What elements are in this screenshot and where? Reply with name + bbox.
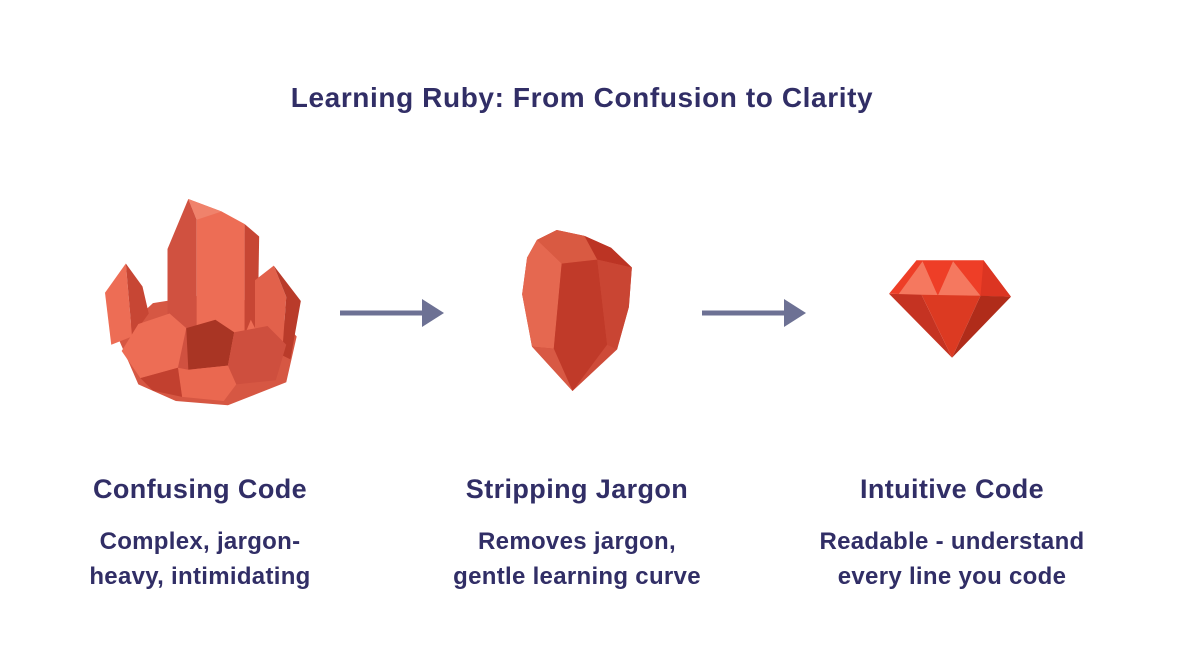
arrow-right-icon: [702, 299, 806, 327]
stage-description-line-2: gentle learning curve: [453, 563, 701, 590]
stage-description-line-1: Readable - understand: [819, 528, 1085, 555]
stage-description-line-2: heavy, intimidating: [89, 563, 311, 590]
stage-label: Confusing Code: [92, 474, 308, 504]
page-title: Learning Ruby: From Confusion to Clarity: [290, 82, 874, 113]
stage-description: Readable - understand every line you cod…: [782, 524, 1122, 594]
stage-description-line-2: every line you code: [837, 563, 1067, 590]
rough-ruby-ore-icon: [105, 198, 301, 406]
stage-description-line-1: Complex, jargon-: [99, 528, 301, 555]
stage-description-line-1: Removes jargon,: [478, 528, 676, 555]
polished-ruby-gem-icon: [522, 229, 632, 392]
stage-label: Intuitive Code: [859, 474, 1045, 504]
arrow-right-icon: [340, 299, 444, 327]
stage-label: Stripping Jargon: [465, 474, 689, 504]
gem-facets: [522, 229, 632, 392]
cut-ruby-gem-icon: [889, 260, 1011, 358]
stage-description: Removes jargon, gentle learning curve: [407, 524, 747, 594]
ruby-facets: [889, 260, 1011, 358]
stage-description: Complex, jargon- heavy, intimidating: [30, 524, 370, 594]
ore-facets: [105, 198, 301, 406]
